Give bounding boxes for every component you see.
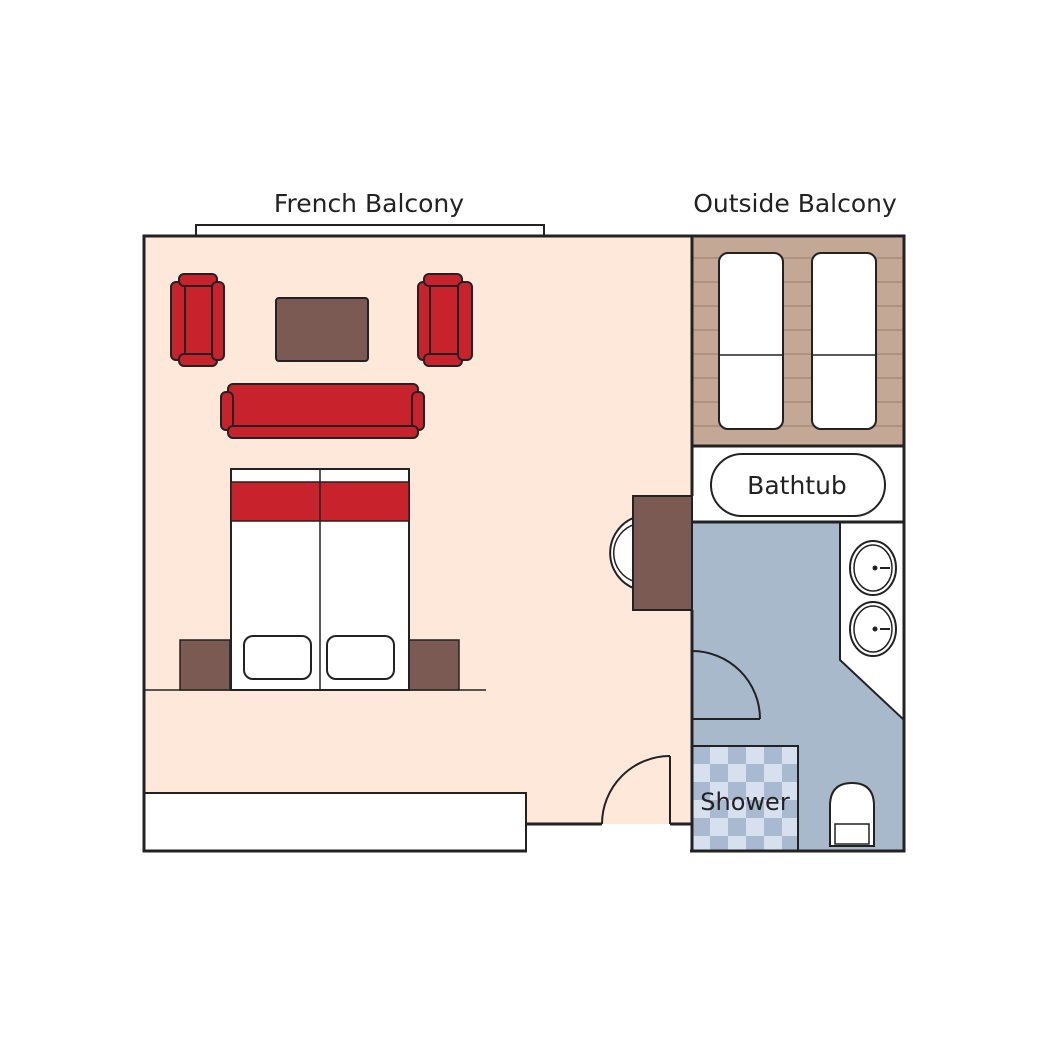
nightstand-icon	[179, 639, 231, 691]
armchair-icon	[170, 273, 225, 367]
door-swing-icon	[601, 755, 671, 825]
vanity	[839, 521, 905, 723]
nightstand-icon	[408, 639, 460, 691]
shower-label: Shower	[700, 788, 790, 816]
coffee-table-icon	[275, 297, 369, 362]
door-swing-icon	[691, 650, 761, 720]
stool-icon	[609, 515, 637, 591]
sink-icon	[849, 540, 897, 596]
toilet-icon	[829, 781, 875, 847]
entrance-opening	[527, 826, 690, 853]
sink-icon	[849, 601, 897, 657]
desk-icon	[632, 495, 693, 611]
wardrobe	[143, 792, 527, 852]
sunlounger-icon	[718, 252, 784, 430]
bathtub-label: Bathtub	[747, 471, 847, 500]
armchair-icon	[417, 273, 473, 367]
sunlounger-icon	[811, 252, 877, 430]
bed-icon	[230, 468, 410, 691]
sofa-icon	[220, 383, 425, 439]
french-balcony-rail	[195, 224, 545, 237]
outside-balcony-label: Outside Balcony	[693, 189, 897, 218]
bathtub-icon	[710, 453, 886, 517]
outside-balcony	[692, 236, 904, 446]
french-balcony-label: French Balcony	[274, 189, 464, 218]
